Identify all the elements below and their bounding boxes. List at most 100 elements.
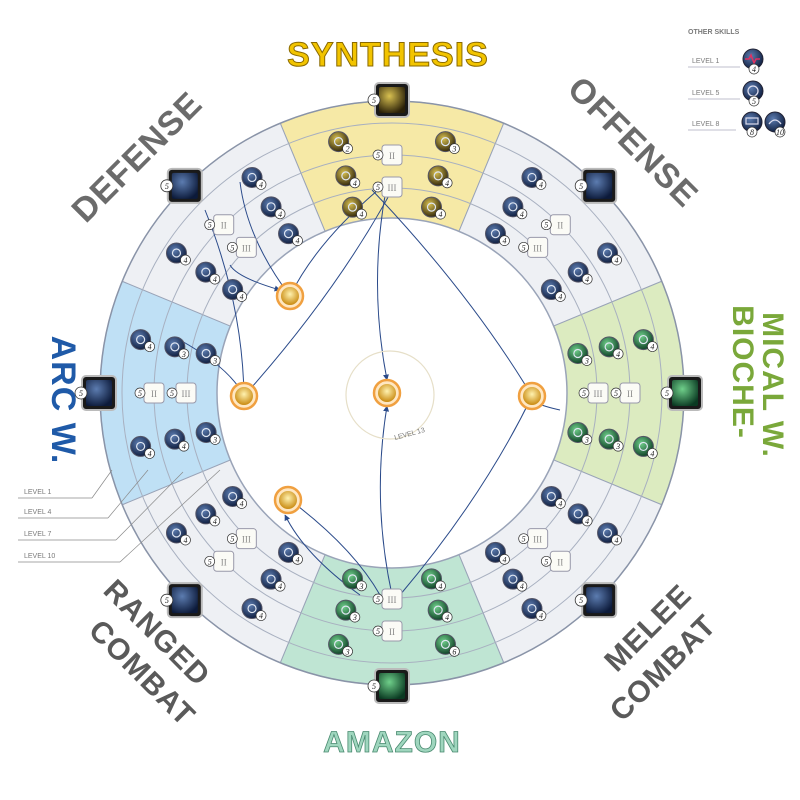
skill-node-ran-a[interactable]: 4 bbox=[241, 598, 267, 621]
skill-node-syn-e[interactable]: 4 bbox=[341, 196, 367, 220]
skill-node-arc-f[interactable]: 3 bbox=[195, 342, 221, 366]
tier-level-badge bbox=[540, 219, 552, 231]
skill-node-ran-b[interactable]: 4 bbox=[165, 522, 191, 546]
skill-node-mel-b[interactable]: 4 bbox=[521, 598, 547, 621]
skill-level-value: 4 bbox=[445, 179, 449, 188]
hub-center[interactable] bbox=[372, 378, 402, 408]
skill-node-def-d[interactable]: 4 bbox=[260, 196, 286, 220]
skill-node-ama-e[interactable]: 4 bbox=[421, 568, 446, 592]
tier-box-def-1[interactable]: II5 bbox=[204, 214, 235, 236]
skill-node-ama-f[interactable]: 3 bbox=[341, 568, 367, 592]
hub-nodes bbox=[229, 281, 547, 515]
skill-node-bio-main[interactable]: 5 bbox=[660, 375, 703, 411]
skill-node-bio-a[interactable]: 4 bbox=[632, 329, 658, 352]
skill-node-amazon-main[interactable]: 5 bbox=[367, 668, 410, 704]
tier-level-value: 5 bbox=[170, 389, 174, 398]
skill-node-defense-main[interactable]: 5 bbox=[160, 167, 203, 204]
skill-level-value: 4 bbox=[183, 536, 187, 545]
skill-node-off-c[interactable]: 4 bbox=[502, 196, 528, 220]
skill-level-badge bbox=[209, 434, 221, 445]
skill-level-value: 3 bbox=[451, 145, 456, 154]
skill-node-def-b[interactable]: 4 bbox=[241, 166, 267, 190]
skill-glyph bbox=[247, 603, 257, 614]
tier-level-value: 5 bbox=[544, 557, 548, 566]
skill-node-arc-c[interactable]: 4 bbox=[164, 428, 190, 452]
skill-glyph bbox=[170, 342, 180, 352]
tier-box-mel-1[interactable]: II5 bbox=[540, 550, 571, 572]
skill-node-off-d[interactable]: 4 bbox=[567, 261, 593, 285]
tier-level-value: 5 bbox=[230, 535, 234, 544]
tier-level-badge bbox=[204, 555, 216, 567]
skill-level-value: 4 bbox=[439, 210, 443, 219]
skill-node-syn-b[interactable]: 3 bbox=[434, 131, 460, 154]
skill-node-def-a[interactable]: 4 bbox=[165, 242, 191, 266]
skill-node-off-f[interactable]: 4 bbox=[540, 279, 566, 302]
tier-box-ran-1[interactable]: II5 bbox=[204, 550, 235, 572]
skill-node-syn-f[interactable]: 4 bbox=[421, 196, 446, 220]
skill-level-value: 4 bbox=[615, 536, 619, 545]
skill-node-off-e[interactable]: 4 bbox=[484, 223, 510, 247]
skill-node-ran-f[interactable]: 4 bbox=[222, 485, 248, 509]
skill-level-value: 4 bbox=[539, 612, 543, 621]
skill-node-melee-main[interactable]: 5 bbox=[574, 582, 618, 619]
skill-node-arc-e[interactable]: 3 bbox=[195, 422, 221, 445]
hub-ranged[interactable] bbox=[273, 485, 303, 515]
skill-node-bio-d[interactable]: 3 bbox=[598, 428, 624, 452]
skill-level-value: 5 bbox=[165, 182, 169, 191]
skill-node-ran-d[interactable]: 4 bbox=[195, 503, 221, 527]
skill-glyph bbox=[266, 202, 276, 212]
skill-level-badge bbox=[554, 498, 566, 509]
skill-node-bio-b[interactable]: 4 bbox=[632, 435, 658, 459]
tier-label: II bbox=[151, 389, 157, 399]
skill-node-arc-d[interactable]: 3 bbox=[164, 336, 190, 360]
skill-node-ama-c[interactable]: 4 bbox=[427, 599, 453, 623]
biochemical-title-1: BIOCHE- bbox=[726, 305, 759, 439]
skill-level-badge bbox=[516, 208, 528, 220]
skill-glyph bbox=[341, 171, 351, 181]
tier-label: III bbox=[242, 535, 251, 545]
hub-arc[interactable] bbox=[229, 381, 259, 411]
skill-node-mel-d[interactable]: 4 bbox=[502, 568, 528, 592]
skill-node-ran-e[interactable]: 4 bbox=[278, 541, 303, 565]
skill-node-syn-a[interactable]: 2 bbox=[328, 131, 353, 154]
skill-node-synthesis-main[interactable]: 5 bbox=[367, 82, 410, 118]
skill-node-ama-b[interactable]: 3 bbox=[328, 633, 353, 657]
skill-node-bio-e[interactable]: 3 bbox=[567, 342, 593, 366]
skill-node-arc-a[interactable]: 4 bbox=[130, 435, 155, 459]
skill-node-off-b[interactable]: 4 bbox=[597, 242, 622, 266]
skill-node-mel-e[interactable]: 4 bbox=[540, 485, 566, 509]
skill-node-arc-main[interactable]: 5 bbox=[74, 375, 117, 411]
skill-node-def-f[interactable]: 4 bbox=[278, 223, 303, 247]
skill-node-syn-d[interactable]: 4 bbox=[427, 165, 453, 189]
tier-box-off-1[interactable]: II5 bbox=[540, 214, 571, 236]
hub-defense[interactable] bbox=[275, 281, 305, 311]
skill-node-def-c[interactable]: 4 bbox=[195, 261, 221, 285]
skill-node-def-e[interactable]: 4 bbox=[222, 279, 248, 302]
skill-node-offense-main[interactable]: 5 bbox=[574, 167, 618, 204]
skill-node-mel-c[interactable]: 4 bbox=[567, 503, 593, 527]
skill-node-mel-a[interactable]: 4 bbox=[597, 522, 622, 546]
skill-node-syn-c[interactable]: 4 bbox=[335, 165, 361, 189]
tier-box-ama-1[interactable]: II5 bbox=[372, 620, 403, 642]
skill-node-ran-c[interactable]: 4 bbox=[260, 568, 286, 592]
tier-box-syn-1[interactable]: II5 bbox=[372, 144, 403, 166]
skill-node-bio-f[interactable]: 3 bbox=[567, 422, 593, 445]
skill-node-mel-f[interactable]: 4 bbox=[484, 541, 510, 565]
skill-node-arc-b[interactable]: 4 bbox=[130, 329, 155, 352]
skill-node-ranged-main[interactable]: 5 bbox=[160, 582, 203, 619]
skill-node-ama-a[interactable]: 6 bbox=[434, 633, 460, 657]
tier-box-ran-2[interactable]: III 5 bbox=[226, 528, 257, 550]
tier-box-bio-1[interactable]: II5 bbox=[610, 382, 641, 404]
skill-node-off-a[interactable]: 4 bbox=[521, 166, 547, 190]
hub-bio[interactable] bbox=[517, 381, 547, 411]
skill-node-bio-c[interactable]: 4 bbox=[598, 336, 624, 360]
skill-node-ama-d[interactable]: 3 bbox=[335, 599, 361, 623]
tier-box-arc-1[interactable]: II5 bbox=[134, 382, 165, 404]
